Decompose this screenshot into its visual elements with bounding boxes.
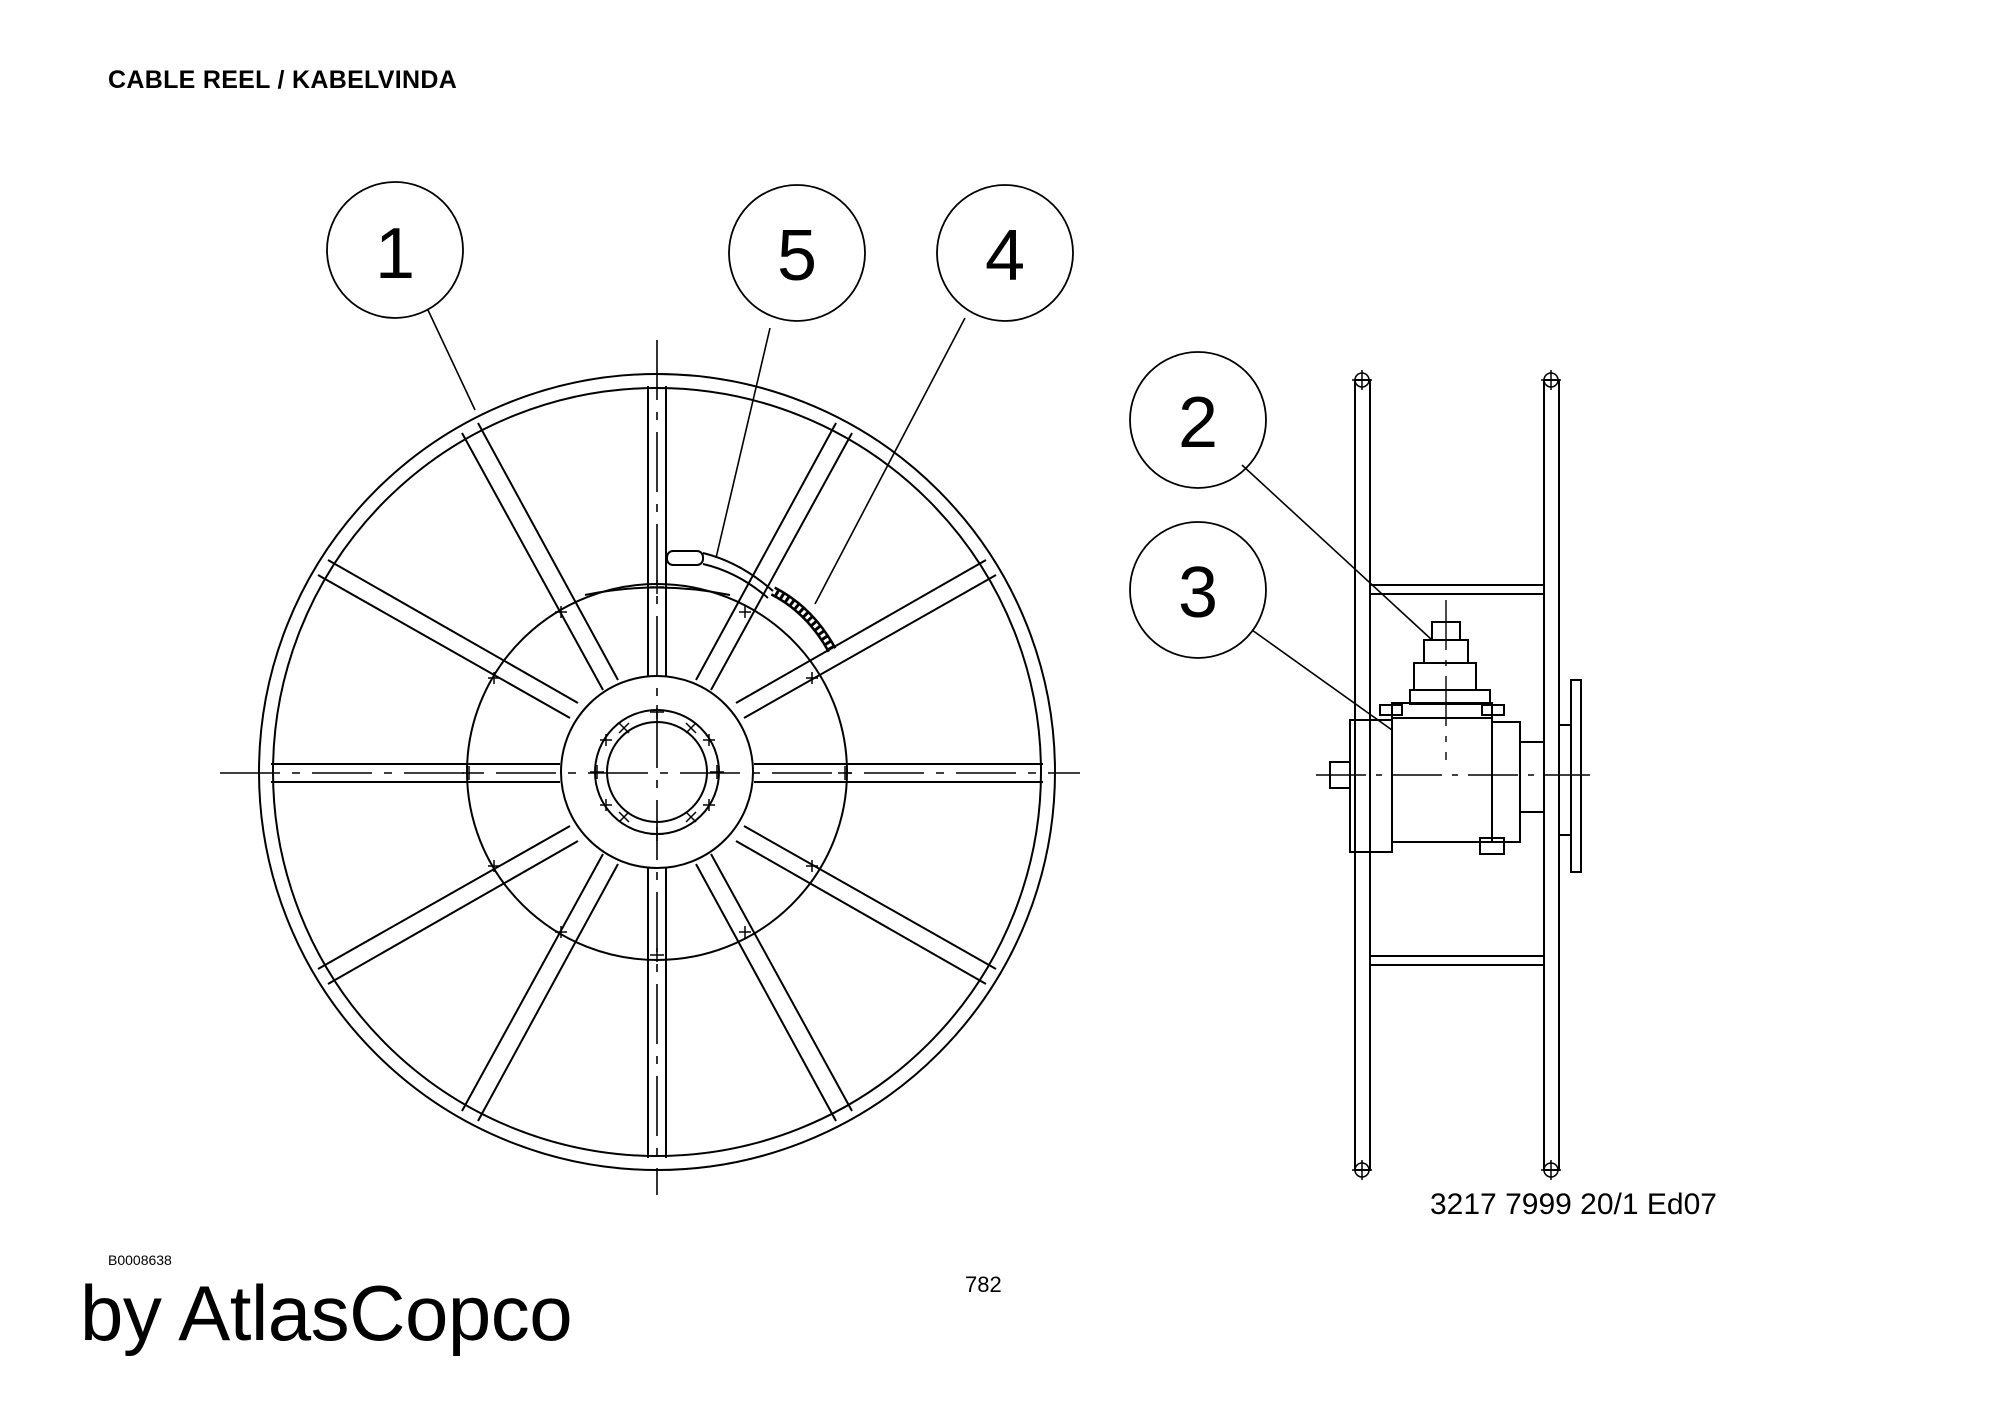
part-number: 3217 7999 20/1 Ed07 <box>1430 1188 1717 1221</box>
flange-end-marks <box>1352 370 1561 1180</box>
front-view: 1 5 4 <box>220 181 1080 1195</box>
cable-gland <box>666 550 774 599</box>
callout-label-3: 3 <box>1178 553 1218 633</box>
callout-label-4: 4 <box>985 216 1025 296</box>
callout-label-1: 1 <box>375 214 415 294</box>
drawing-number: B0008638 <box>108 1252 172 1268</box>
brand-logo: by AtlasCopco <box>80 1269 573 1357</box>
spokes <box>271 386 1043 1158</box>
callout-balloon-3 <box>1129 521 1267 659</box>
callout-balloon-2 <box>1129 351 1267 489</box>
side-view: 2 3 <box>1129 351 1590 1180</box>
page-number: 782 <box>965 1272 1002 1297</box>
cable-hose <box>770 586 837 653</box>
drawing-title: CABLE REEL / KABELVINDA <box>108 66 458 94</box>
callout-balloon-1 <box>326 181 464 319</box>
reel-outer-rim <box>258 373 1056 1171</box>
spoke-marks <box>462 580 852 962</box>
callout-label-5: 5 <box>777 216 817 296</box>
callout-label-2: 2 <box>1178 383 1218 463</box>
callout-balloon-4 <box>936 184 1074 322</box>
center-lines <box>220 340 1080 1195</box>
callout-balloon-5 <box>728 184 866 322</box>
hub-bolt-marks <box>590 705 724 841</box>
slip-ring-housing <box>1329 621 1582 873</box>
